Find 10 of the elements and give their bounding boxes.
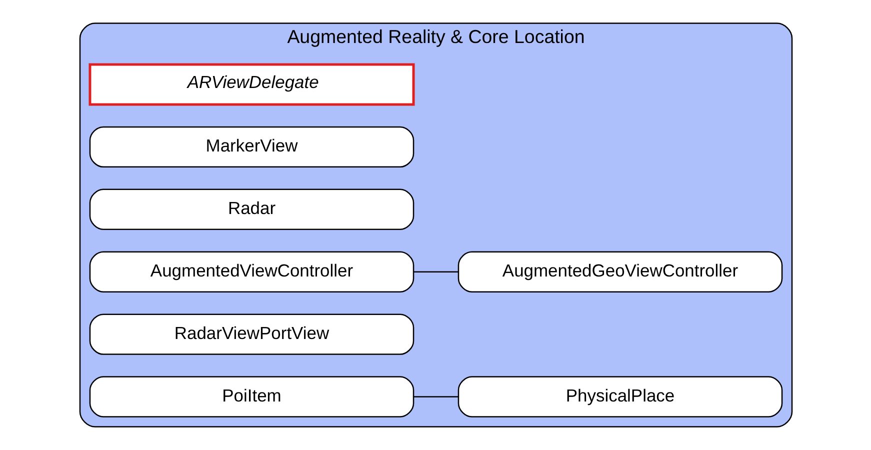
node-box: MarkerView — [88, 126, 414, 168]
node-box: PoiItem — [88, 376, 414, 418]
node-box: PhysicalPlace — [457, 376, 782, 418]
connector — [413, 396, 458, 398]
node-box: AugmentedGeoViewController — [457, 251, 782, 292]
node-box: RadarViewPortView — [88, 314, 414, 355]
node-box: AugmentedViewController — [88, 251, 414, 292]
node-box: Radar — [88, 188, 414, 230]
node-box: ARViewDelegate — [88, 63, 414, 106]
connector — [413, 271, 458, 272]
